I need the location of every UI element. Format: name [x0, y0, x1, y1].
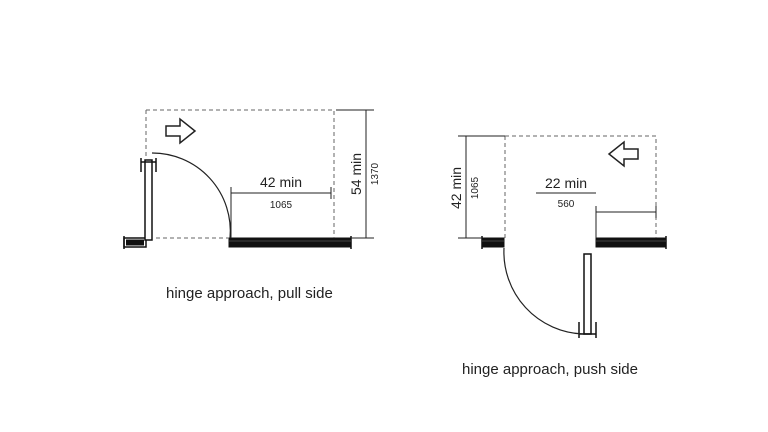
pull-side-width-dimension: 42 min 1065 — [230, 174, 332, 238]
pull-side-swing-arc — [151, 152, 231, 239]
push-side-width-imperial: 22 min — [545, 175, 587, 191]
arrow-right-icon — [165, 117, 197, 145]
pull-side-clear-floor-space — [145, 109, 335, 239]
pull-side-caption: hinge approach, pull side — [166, 285, 333, 302]
push-side-depth-metric: 1065 — [470, 176, 481, 199]
pull-side-depth-dimension: 54 min 1370 — [336, 109, 381, 239]
push-side-wall-right — [595, 236, 667, 249]
pull-side-depth-metric: 1370 — [370, 162, 381, 185]
push-side-width-metric: 560 — [558, 199, 575, 210]
arrow-left-icon — [607, 140, 639, 168]
push-side-wall-left — [481, 236, 505, 249]
pull-side-depth-imperial: 54 min — [348, 153, 364, 195]
pull-side-door-leaf — [140, 158, 157, 241]
push-side-depth-imperial: 42 min — [448, 167, 464, 209]
push-side-clear-floor-space — [504, 135, 657, 238]
pull-side-width-metric: 1065 — [270, 200, 293, 211]
push-side-door-leaf — [578, 253, 597, 338]
push-side-depth-dimension: 42 min 1065 — [448, 135, 505, 239]
pull-side-wall-left — [123, 236, 147, 249]
push-side-swing-arc — [503, 247, 584, 335]
push-side-diagram: 22 min 560 42 min 1065 hinge approach, p… — [448, 135, 667, 378]
pull-side-wall-right — [228, 236, 352, 249]
push-side-caption: hinge approach, push side — [462, 361, 638, 378]
pull-side-width-imperial: 42 min — [260, 174, 302, 190]
pull-side-diagram: 42 min 1065 54 min 1370 hinge approach, … — [123, 109, 381, 302]
push-side-width-dimension: 22 min 560 — [536, 175, 657, 238]
